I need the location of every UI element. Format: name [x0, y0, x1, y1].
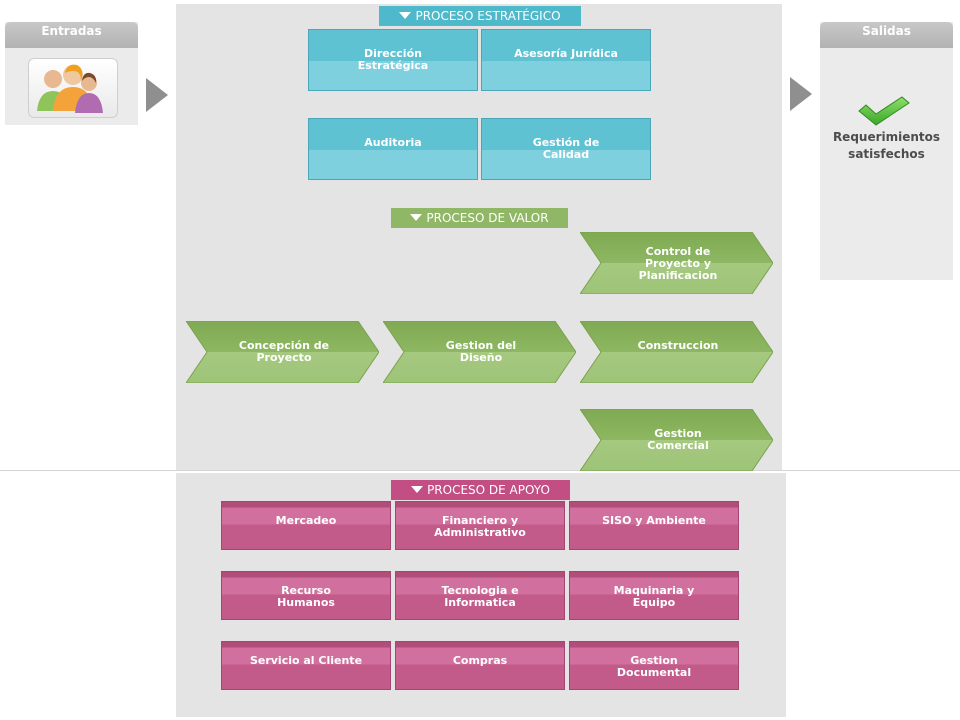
people-icon: [28, 58, 118, 118]
outputs-label: Requerimientos satisfechos: [820, 129, 953, 163]
box-label-line2: Humanos: [277, 596, 335, 609]
box-label-line1: Dirección: [363, 47, 422, 60]
box-label-line2: Informatica: [444, 596, 516, 609]
value-step-diseno[interactable]: Gestion del Diseño: [383, 321, 576, 383]
chevron-label: Construccion: [604, 340, 752, 352]
box-label-line1: Asesoría Jurídica: [514, 47, 618, 60]
support-box-mercadeo[interactable]: Mercadeo: [221, 501, 391, 550]
box-label-line1: SISO y Ambiente: [602, 514, 706, 527]
strategic-box-asesoria[interactable]: Asesoría Jurídica: [481, 29, 651, 91]
step-line2: Diseño: [459, 351, 503, 364]
outputs-title: Salidas: [820, 22, 953, 48]
box-label-line1: Servicio al Cliente: [249, 654, 363, 667]
box-label-line1: Recurso: [281, 584, 331, 597]
checkmark-icon: [858, 96, 910, 126]
chevron-shape: [186, 321, 379, 383]
step-line2: Comercial: [647, 439, 709, 452]
outputs-label-line2: satisfechos: [848, 147, 925, 161]
value-tag: PROCESO DE VALOR: [391, 208, 568, 228]
input-arrow-icon: [146, 78, 168, 112]
value-title: PROCESO DE VALOR: [426, 211, 549, 225]
outputs-label-line1: Requerimientos: [832, 130, 941, 144]
box-label-line1: Mercadeo: [275, 514, 337, 527]
triangle-down-icon: [410, 214, 423, 221]
chevron-shape: [580, 409, 773, 471]
support-box-servicio[interactable]: Servicio al Cliente: [221, 641, 391, 690]
value-step-concepcion[interactable]: Concepción de Proyecto: [186, 321, 379, 383]
step-line1: Concepción de: [238, 339, 330, 352]
step-line3: Planificacion: [638, 269, 718, 282]
strategic-box-auditoria[interactable]: Auditoria: [308, 118, 478, 180]
value-step-comercial[interactable]: Gestion Comercial: [580, 409, 773, 471]
strategic-tag: PROCESO ESTRATÉGICO: [379, 6, 581, 26]
box-label-line2: Calidad: [542, 148, 590, 161]
support-title: PROCESO DE APOYO: [427, 483, 550, 497]
value-step-construccion[interactable]: Construccion: [580, 321, 773, 383]
chevron-label: Gestion del Diseño: [407, 340, 555, 364]
strategic-title: PROCESO ESTRATÉGICO: [415, 9, 561, 23]
chevron-shape: [383, 321, 576, 383]
step-line2: Proyecto: [256, 351, 312, 364]
triangle-down-icon: [399, 12, 412, 19]
chevron-label: Gestion Comercial: [604, 428, 752, 452]
box-label-line2: Estratégica: [357, 59, 429, 72]
chevron-shape: [580, 232, 773, 294]
step-line2: Proyecto y: [644, 257, 711, 270]
box-label-line1: Maquinaria y: [613, 584, 695, 597]
box-label-line2: Equipo: [632, 596, 676, 609]
chevron-label: Control de Proyecto y Planificacion: [604, 246, 752, 282]
chevron-label: Concepción de Proyecto: [210, 340, 358, 364]
outputs-panel: Salidas: [820, 22, 953, 280]
support-box-compras[interactable]: Compras: [395, 641, 565, 690]
divider: [0, 470, 960, 471]
box-label-line1: Tecnologia e: [441, 584, 519, 597]
inputs-title: Entradas: [5, 22, 138, 48]
box-label-line1: Auditoria: [364, 136, 422, 149]
step-line1: Control de: [645, 245, 711, 258]
support-tag: PROCESO DE APOYO: [391, 480, 570, 500]
step-line1: Gestion: [654, 427, 702, 440]
support-box-siso[interactable]: SISO y Ambiente: [569, 501, 739, 550]
value-step-control[interactable]: Control de Proyecto y Planificacion: [580, 232, 773, 294]
box-label-line1: Gestión de: [532, 136, 600, 149]
chevron-shape: [580, 321, 773, 383]
step-line1: Construccion: [637, 339, 719, 352]
box-label-line2: Administrativo: [434, 526, 526, 539]
step-line1: Gestion del: [445, 339, 517, 352]
triangle-down-icon: [411, 486, 424, 493]
output-arrow-icon: [790, 77, 812, 111]
box-label-line1: Gestion: [630, 654, 678, 667]
box-label-line1: Compras: [452, 654, 508, 667]
box-label-line2: Documental: [616, 666, 692, 679]
box-label-line1: Financiero y: [441, 514, 519, 527]
